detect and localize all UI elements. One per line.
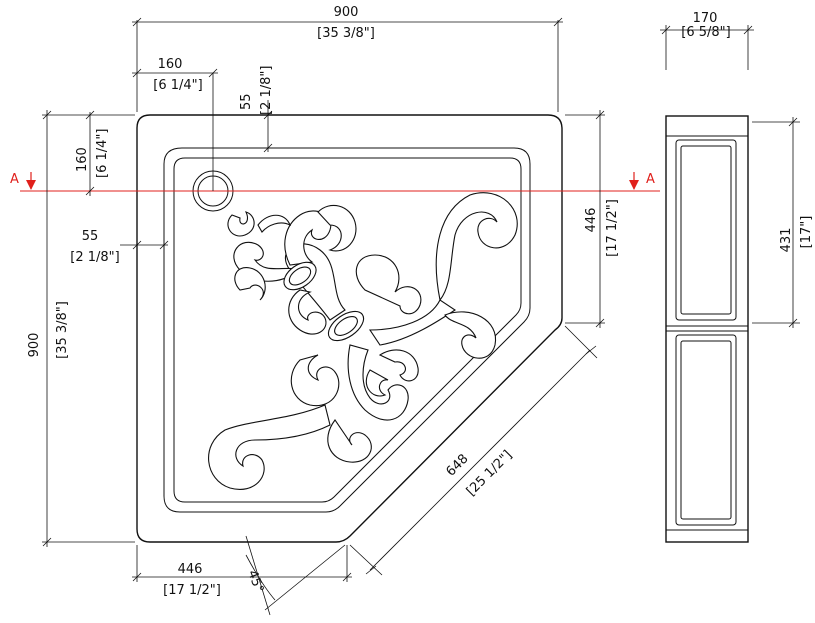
dim-rim-top: 55 [2 1/8"] <box>239 66 274 153</box>
side-height-inch: [17"] <box>799 216 814 249</box>
diagonal-mm: 648 <box>443 451 471 479</box>
drain-offset-x-mm: 160 <box>158 57 183 72</box>
section-label-right: A <box>646 172 655 187</box>
tray-outline <box>136 114 563 543</box>
dim-side-height: 431 [17"] <box>752 117 814 328</box>
bottom-side-inch: [17 1/2"] <box>163 583 221 598</box>
overall-width-inch: [35 3/8"] <box>317 26 375 41</box>
plan-view <box>136 114 563 543</box>
rim-top-inch: [2 1/8"] <box>259 66 274 115</box>
dim-overall-height: 900 [35 3/8"] <box>27 110 135 547</box>
dim-depth: 170 [6 5/8"] <box>660 11 754 70</box>
depth-mm: 170 <box>693 11 718 26</box>
bottom-side-mm: 446 <box>178 562 203 577</box>
tray-base <box>173 157 522 503</box>
section-label-left: A <box>10 172 19 187</box>
dim-angle: 45° <box>244 535 346 616</box>
drain-offset-x-inch: [6 1/4"] <box>153 78 202 93</box>
dim-bottom-side: 446 [17 1/2"] <box>132 545 352 598</box>
dim-drain-offset-x: 160 [6 1/4"] <box>132 57 218 191</box>
angle-label: 45° <box>244 568 266 595</box>
drain-offset-y-inch: [6 1/4"] <box>95 129 110 178</box>
dim-rim-left: 55 [2 1/8"] <box>70 229 169 265</box>
drain-offset-y-mm: 160 <box>75 147 90 172</box>
diagonal-inch: [25 1/2"] <box>464 448 515 499</box>
section-line-a-a: A A <box>10 172 660 192</box>
side-height-mm: 431 <box>779 228 794 253</box>
right-side-mm: 446 <box>584 208 599 233</box>
rim-left-inch: [2 1/8"] <box>70 250 119 265</box>
dim-overall-width: 900 [35 3/8"] <box>132 5 563 112</box>
ornament <box>208 192 518 490</box>
overall-width-mm: 900 <box>334 5 359 20</box>
rim-left-mm: 55 <box>82 229 99 244</box>
overall-height-inch: [35 3/8"] <box>55 301 70 359</box>
tray-inner-rim <box>163 147 531 513</box>
right-side-inch: [17 1/2"] <box>605 199 620 257</box>
overall-height-mm: 900 <box>27 333 42 358</box>
depth-inch: [6 5/8"] <box>681 25 730 40</box>
dim-drain-offset-y: 160 [6 1/4"] <box>75 110 110 196</box>
side-view <box>665 115 749 543</box>
dim-diagonal: 648 [25 1/2"] <box>349 325 598 576</box>
dim-right-side: 446 [17 1/2"] <box>565 110 620 328</box>
rim-top-mm: 55 <box>239 93 254 110</box>
